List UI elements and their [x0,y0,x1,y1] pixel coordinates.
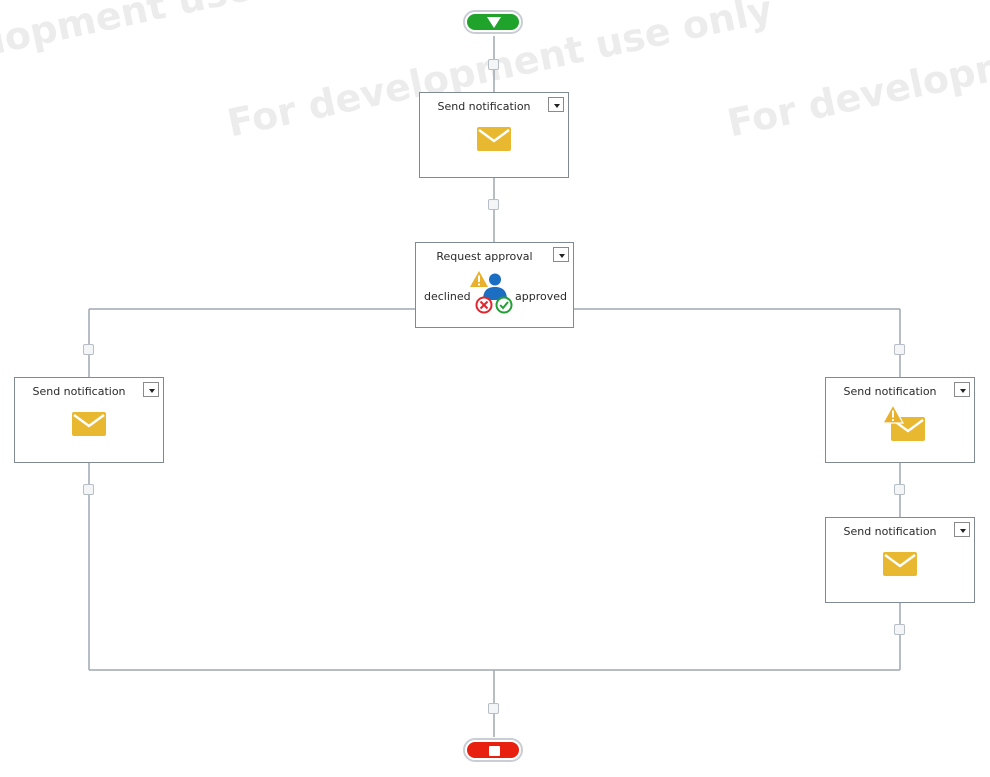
node-menu-button[interactable] [143,382,159,397]
send-notification-node[interactable]: Send notification [825,377,975,463]
add-step-port[interactable] [894,484,905,495]
approved-icon [495,296,513,314]
add-step-port[interactable] [894,344,905,355]
node-title: Send notification [843,385,937,398]
stop-square-icon [489,746,500,756]
declined-icon [475,296,493,314]
node-title: Send notification [437,100,531,113]
warning-icon [470,271,488,287]
add-step-port[interactable] [894,624,905,635]
connector-group [88,36,901,737]
triangle-down-icon [487,17,501,28]
send-notification-node[interactable]: Send notification [419,92,569,178]
node-menu-button[interactable] [954,522,970,537]
node-title: Send notification [32,385,126,398]
add-step-port[interactable] [488,703,499,714]
node-menu-button[interactable] [553,247,569,262]
approved-label: approved [515,290,567,303]
add-step-port[interactable] [83,344,94,355]
send-notification-node[interactable]: Send notification [14,377,164,463]
node-menu-button[interactable] [548,97,564,112]
start-node[interactable] [463,10,523,34]
approval-user-icon [470,271,513,314]
envelope-icon [72,412,106,436]
declined-label: declined [424,290,471,303]
node-title: Send notification [843,525,937,538]
envelope-icon [477,127,511,151]
request-approval-node[interactable]: Request approval declined approved [415,242,574,328]
envelope-warning-icon [883,404,925,441]
node-menu-button[interactable] [954,382,970,397]
add-step-port[interactable] [488,59,499,70]
user-icon [483,273,507,300]
end-node[interactable] [463,738,523,762]
send-notification-node[interactable]: Send notification [825,517,975,603]
add-step-port[interactable] [83,484,94,495]
add-step-port[interactable] [488,199,499,210]
envelope-icon [883,552,917,576]
node-title: Request approval [436,250,533,263]
